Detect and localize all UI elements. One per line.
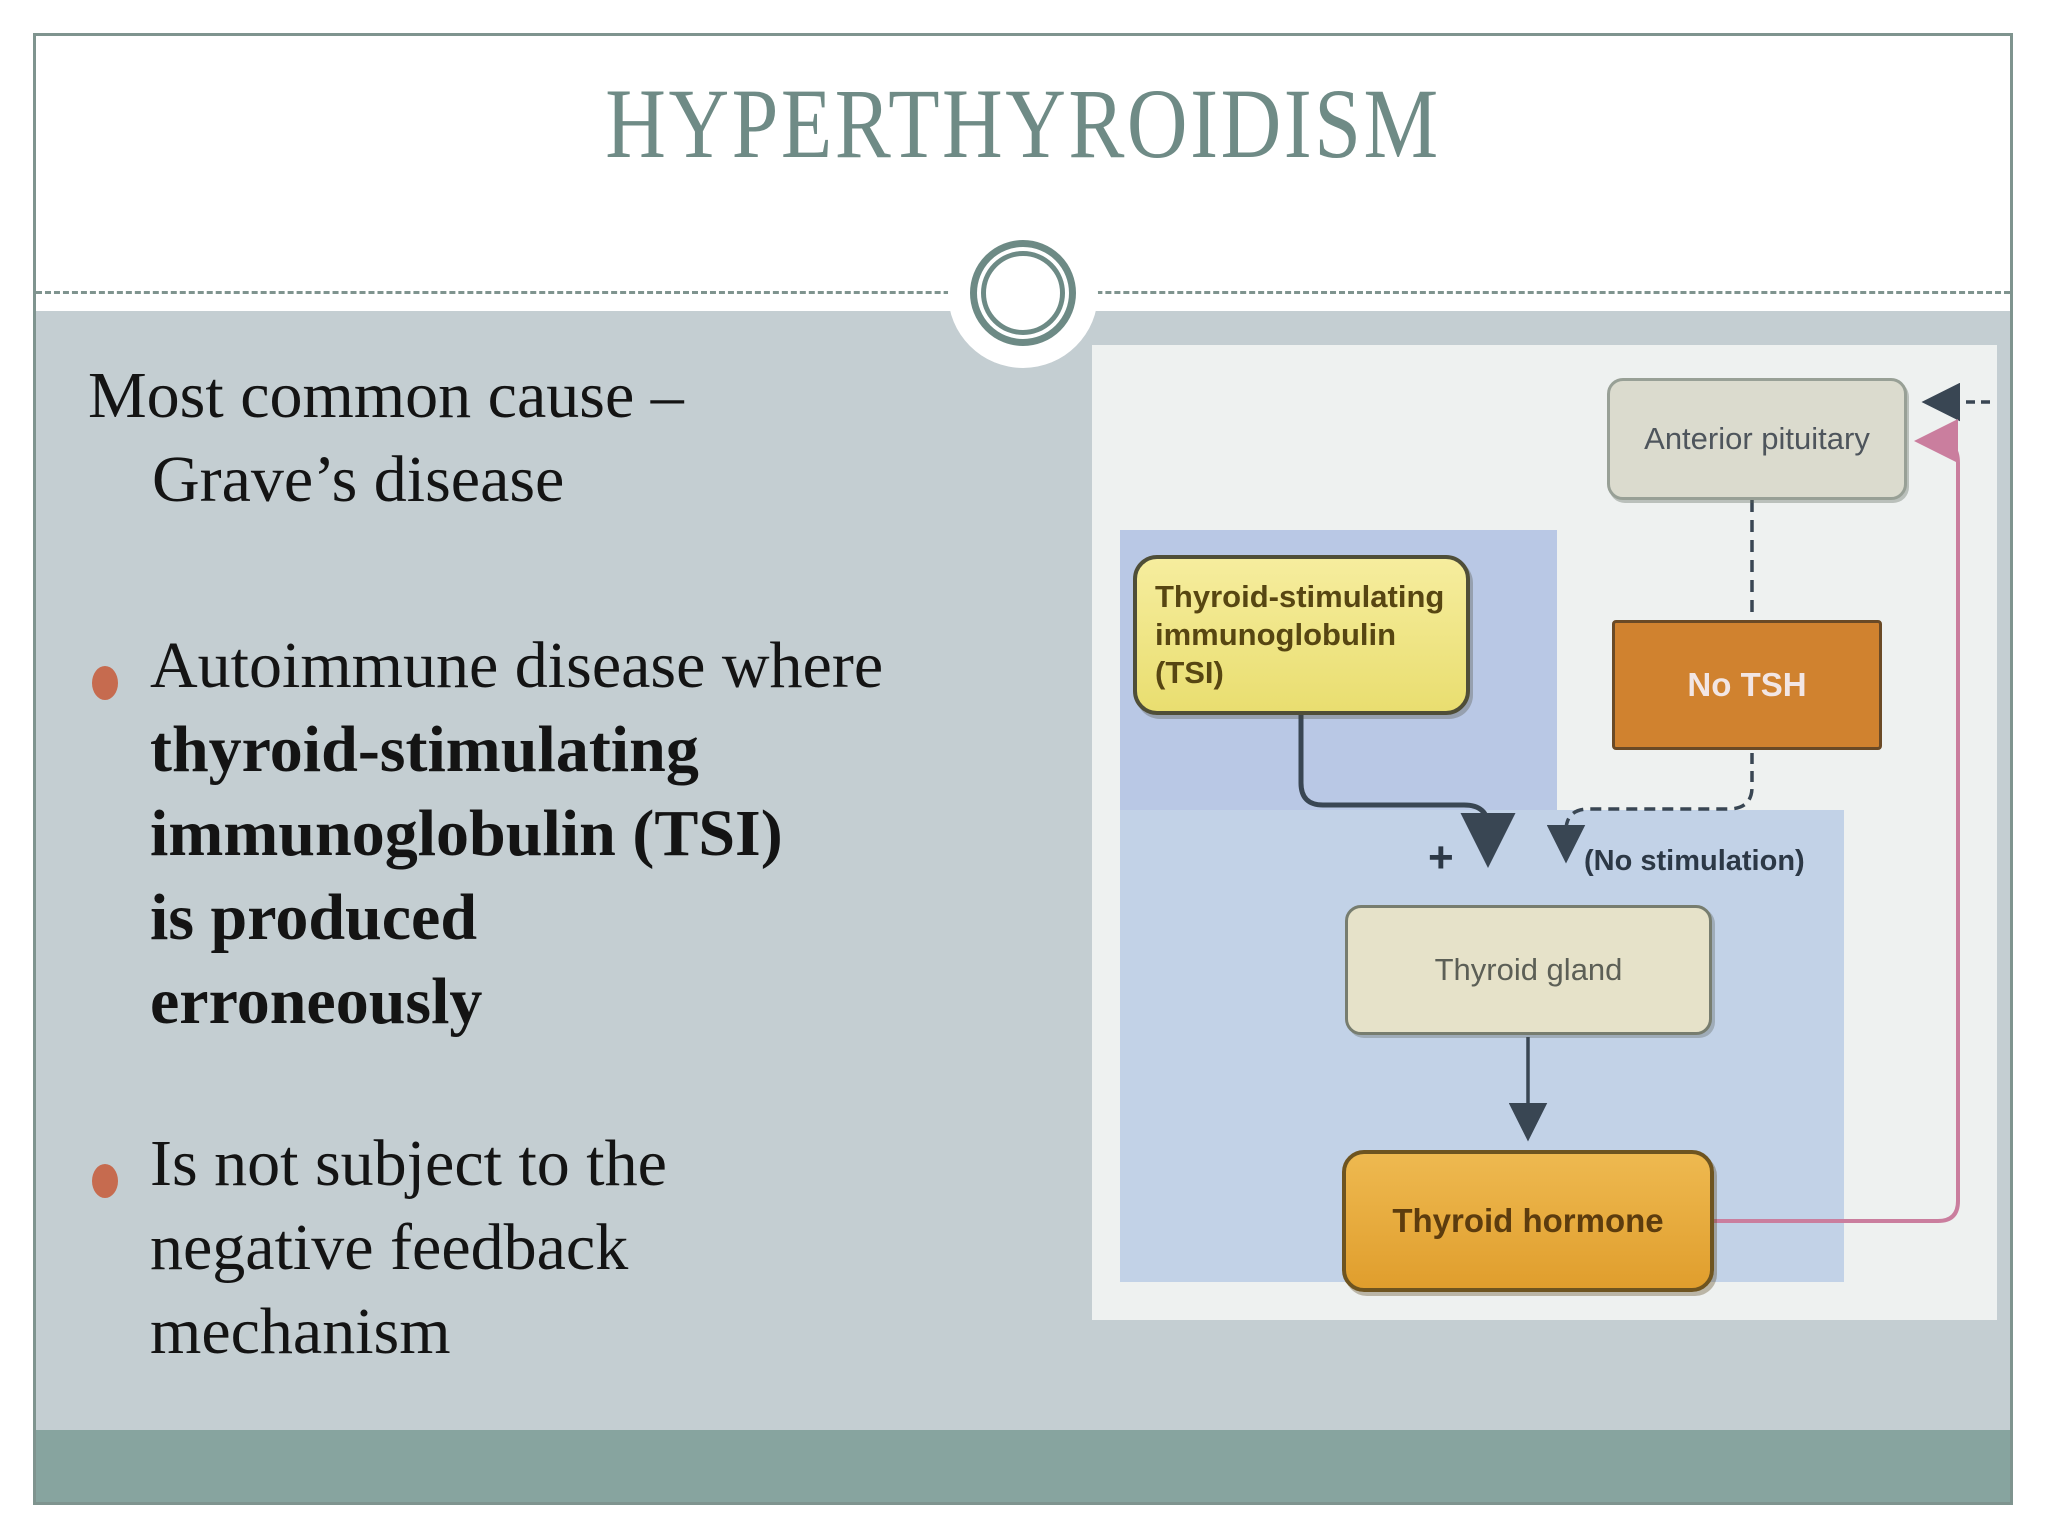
footer-bar xyxy=(36,1430,2010,1502)
page-title: HYPERTHYROIDISM xyxy=(605,68,1441,179)
bullet-line: immunoglobulin (TSI) xyxy=(150,797,783,870)
bullet-line: thyroid-stimulating xyxy=(150,713,699,786)
no-tsh-label: No TSH xyxy=(1687,666,1807,703)
bullet-text: Is not subject to the negative feedback … xyxy=(150,1122,667,1374)
circle-ornament xyxy=(970,240,1076,346)
intro-text: Most common cause – Grave’s disease xyxy=(88,354,684,522)
feedback-diagram: Anterior pituitary Thyroid-stimulating i… xyxy=(1092,345,1997,1320)
thyroid-hormone-label: Thyroid hormone xyxy=(1392,1202,1664,1239)
bullet-text: Autoimmune disease where thyroid-stimula… xyxy=(150,624,883,1044)
tsi-label: Thyroid-stimulating immunoglobulin (TSI) xyxy=(1155,579,1445,690)
bullet-line: negative feedback xyxy=(150,1211,629,1284)
bullet-item-feedback: Is not subject to the negative feedback … xyxy=(92,1122,667,1374)
slide-frame: HYPERTHYROIDISM Most common cause – Grav… xyxy=(33,33,2013,1505)
bullet-line: is produced xyxy=(150,881,478,954)
thyroid-gland-box: Thyroid gland xyxy=(1345,905,1712,1035)
bullet-line: Is not subject to the xyxy=(150,1127,667,1200)
anterior-pituitary-label: Anterior pituitary xyxy=(1644,421,1870,456)
thyroid-hormone-box: Thyroid hormone xyxy=(1342,1150,1714,1292)
connector-lines xyxy=(1298,382,1990,1223)
no-stimulation-label: (No stimulation) xyxy=(1584,845,1805,877)
bullet-line: mechanism xyxy=(150,1295,451,1368)
thyroid-gland-label: Thyroid gland xyxy=(1434,952,1623,987)
intro-line: Most common cause – xyxy=(88,359,684,432)
tsi-box: Thyroid-stimulating immunoglobulin (TSI) xyxy=(1133,555,1470,715)
intro-line: Grave’s disease xyxy=(152,443,565,516)
bullet-dot xyxy=(92,666,118,700)
bullet-item-autoimmune: Autoimmune disease where thyroid-stimula… xyxy=(92,624,883,1044)
bullet-line: Autoimmune disease where xyxy=(150,629,884,702)
anterior-pituitary-box: Anterior pituitary xyxy=(1607,378,1907,500)
bullet-line: erroneously xyxy=(150,965,483,1038)
bullet-dot xyxy=(92,1164,118,1198)
plus-stimulation-label: + xyxy=(1428,833,1454,882)
no-tsh-box: No TSH xyxy=(1612,620,1882,750)
